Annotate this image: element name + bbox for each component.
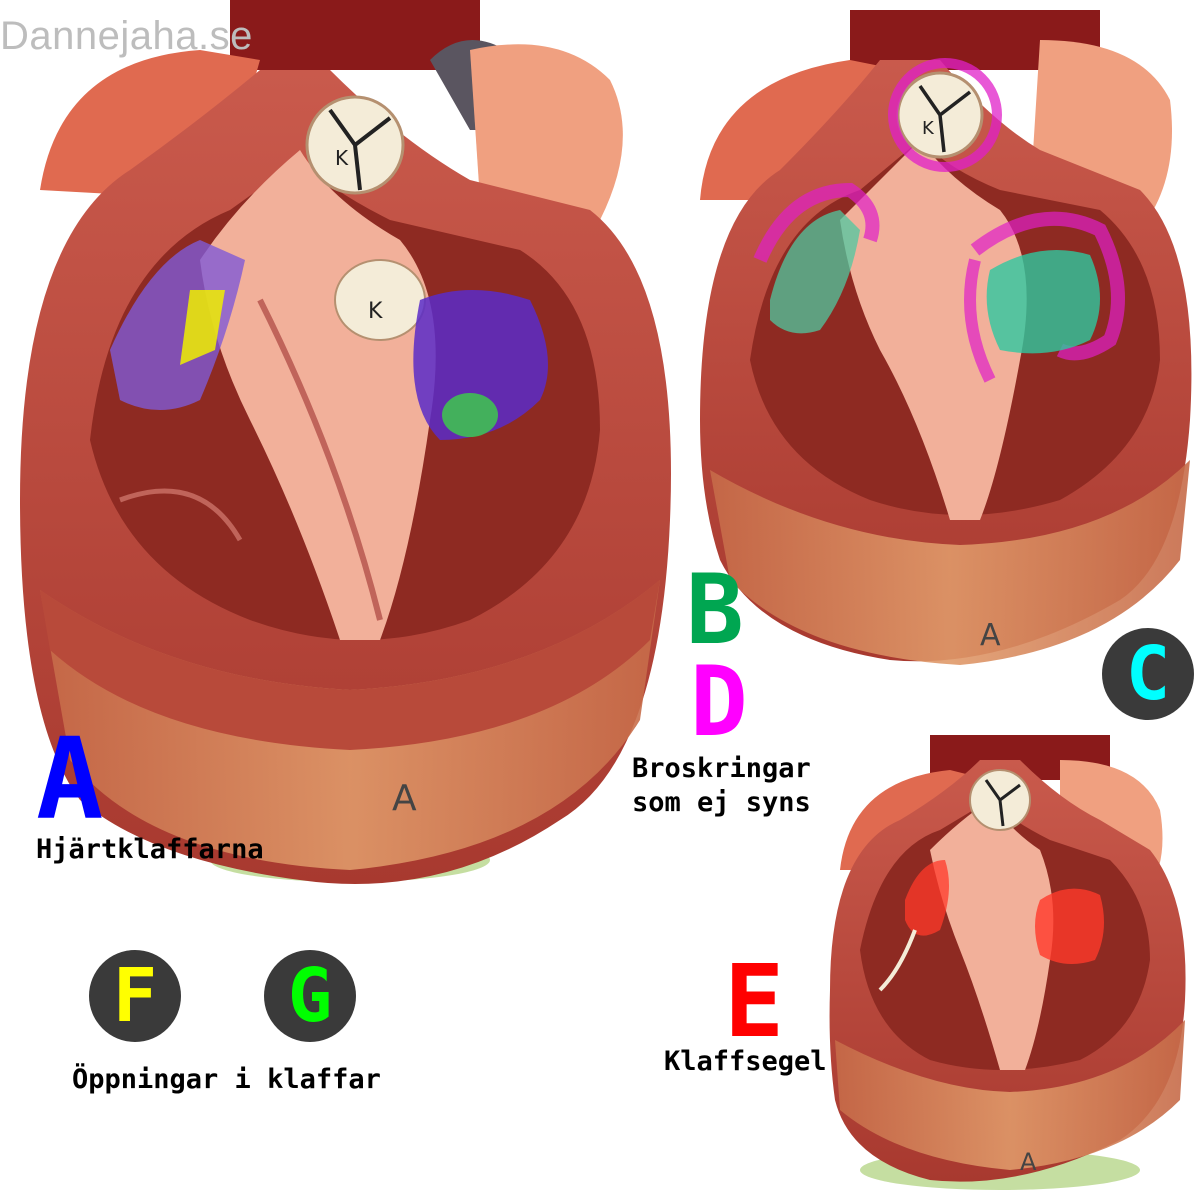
label-e: E: [724, 952, 784, 1052]
label-a: A: [36, 724, 103, 836]
svg-text:K: K: [922, 118, 935, 139]
svg-text:K: K: [368, 299, 383, 324]
label-g: G: [264, 950, 356, 1042]
watermark: Dannejaha.se: [0, 14, 253, 58]
heart-model-main: K K A: [20, 0, 671, 884]
label-b: B: [686, 562, 744, 658]
caption-fg: Öppningar i klaffar: [72, 1064, 381, 1095]
label-c: C: [1102, 628, 1194, 720]
label-b-text: B: [686, 554, 744, 666]
caption-a: Hjärtklaffarna: [36, 834, 264, 865]
label-f: F: [89, 950, 181, 1042]
label-d: D: [690, 654, 748, 750]
svg-text:A: A: [980, 618, 1001, 653]
svg-text:A: A: [392, 778, 417, 819]
label-c-text: C: [1125, 631, 1171, 717]
svg-text:A: A: [1020, 1148, 1037, 1176]
caption-e: Klaffsegel: [664, 1046, 827, 1077]
heart-model-top-right: K A: [700, 10, 1192, 665]
label-g-text: G: [287, 953, 333, 1039]
svg-text:K: K: [335, 146, 349, 170]
label-f-text: F: [112, 953, 158, 1039]
label-d-text: D: [690, 646, 748, 758]
label-e-text: E: [724, 943, 785, 1060]
caption-d: Broskringar som ej syns: [632, 753, 811, 818]
heart-model-bottom-right: A: [829, 735, 1186, 1190]
label-a-text: A: [36, 715, 104, 845]
